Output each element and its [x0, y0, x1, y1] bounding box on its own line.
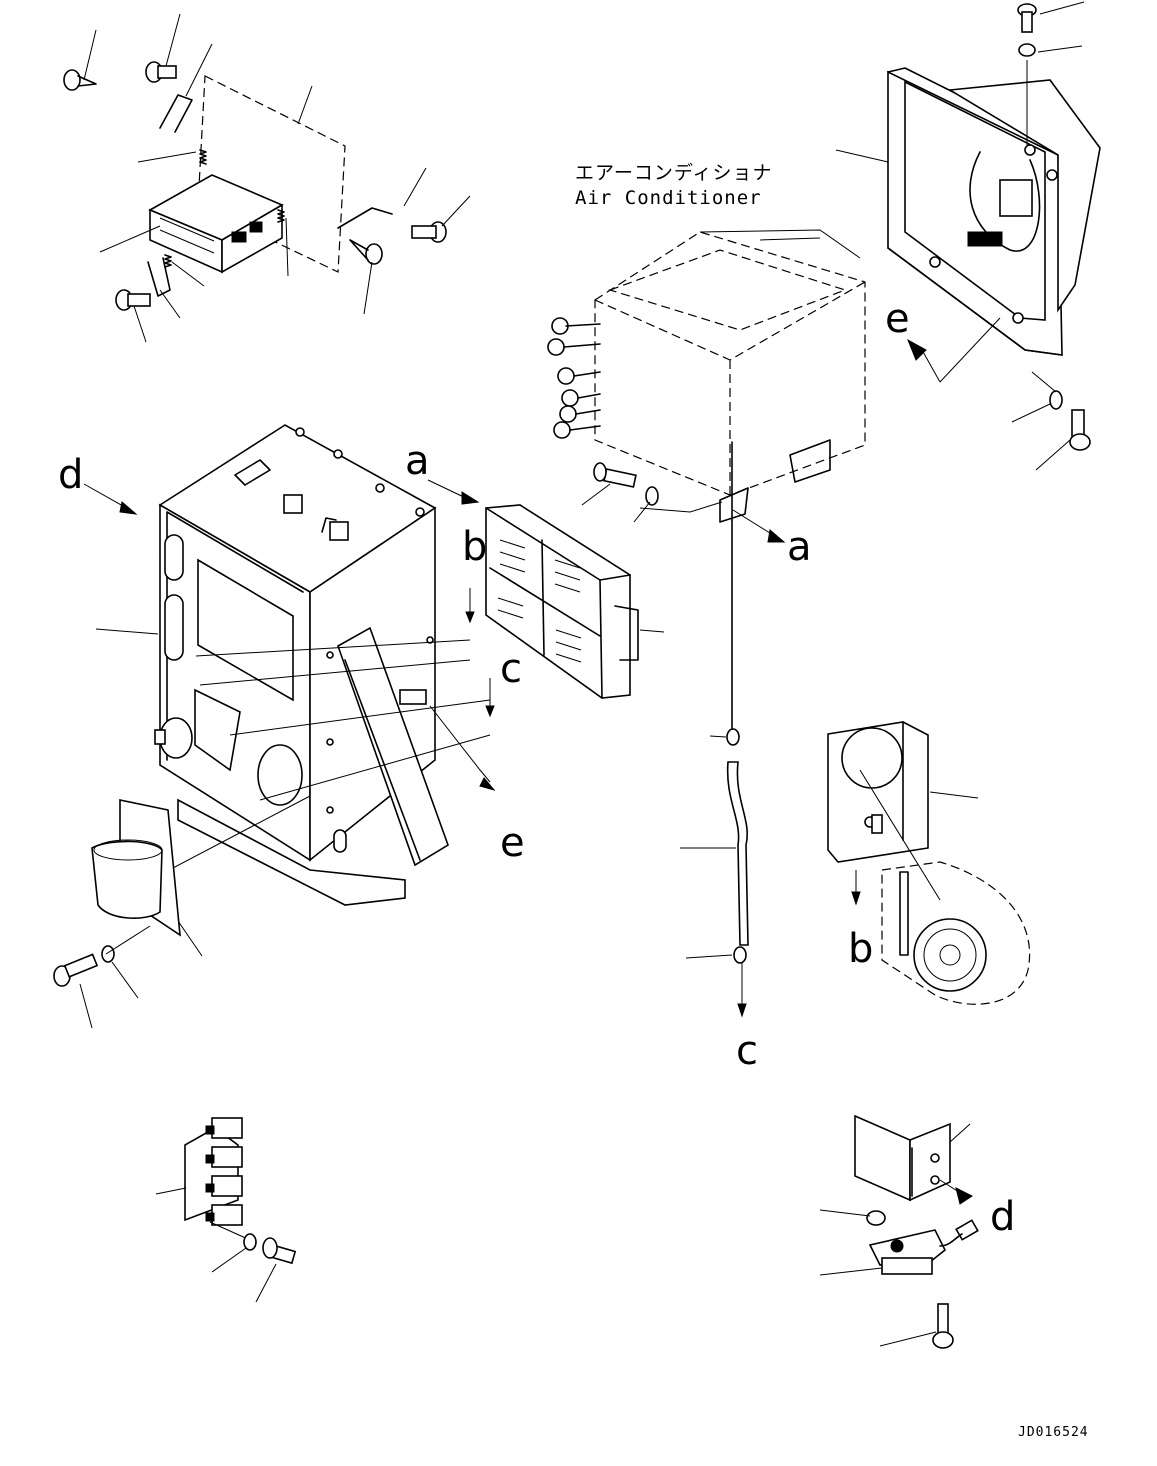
- bolt-icon: [349, 239, 383, 265]
- main-frame: [83, 424, 496, 957]
- duct-boot: [91, 799, 181, 937]
- bolt-icon: [53, 953, 99, 987]
- label-a-top: a: [405, 438, 430, 484]
- bolt-icon: [145, 61, 177, 83]
- bolt-icon: [262, 1237, 297, 1265]
- bolt-icon: [593, 462, 637, 488]
- duct-housing: [835, 1, 1101, 471]
- washer-icon: [243, 1233, 257, 1251]
- drawing-code: JD016524: [1018, 1425, 1089, 1440]
- bolt-icon: [63, 69, 97, 91]
- drain-hose: [680, 519, 749, 1018]
- label-b-right: b: [848, 926, 873, 972]
- label-c-bottom: c: [736, 1028, 758, 1074]
- bolt-icon: [115, 289, 151, 311]
- label-e-top: e: [885, 296, 910, 342]
- pipe-fittings: [547, 317, 601, 439]
- label-e-mid: e: [500, 820, 525, 866]
- label-a-right: a: [787, 524, 812, 570]
- title-japanese: エアーコンディショナ: [575, 162, 773, 184]
- controller-assembly: [63, 13, 471, 343]
- bolt-icon: [1069, 409, 1091, 451]
- label-b-mid: b: [462, 524, 487, 570]
- bolt-icon: [932, 1303, 954, 1349]
- filter-panel: [485, 504, 665, 699]
- blower-assembly: [827, 721, 1031, 1005]
- thermostat-assembly: [819, 1114, 979, 1349]
- relay-block: [155, 1117, 251, 1241]
- title-english: Air Conditioner: [575, 187, 762, 209]
- label-c-mid: c: [500, 646, 522, 692]
- bolt-icon: [411, 221, 447, 243]
- washer-icon: [1049, 390, 1063, 410]
- washer-icon: [645, 486, 659, 506]
- label-d-left: d: [58, 452, 83, 498]
- air-conditioner-unit: [547, 229, 866, 523]
- washer-icon: [101, 945, 115, 963]
- bolt-icon: [1017, 3, 1037, 57]
- label-d-bottom: d: [990, 1194, 1015, 1240]
